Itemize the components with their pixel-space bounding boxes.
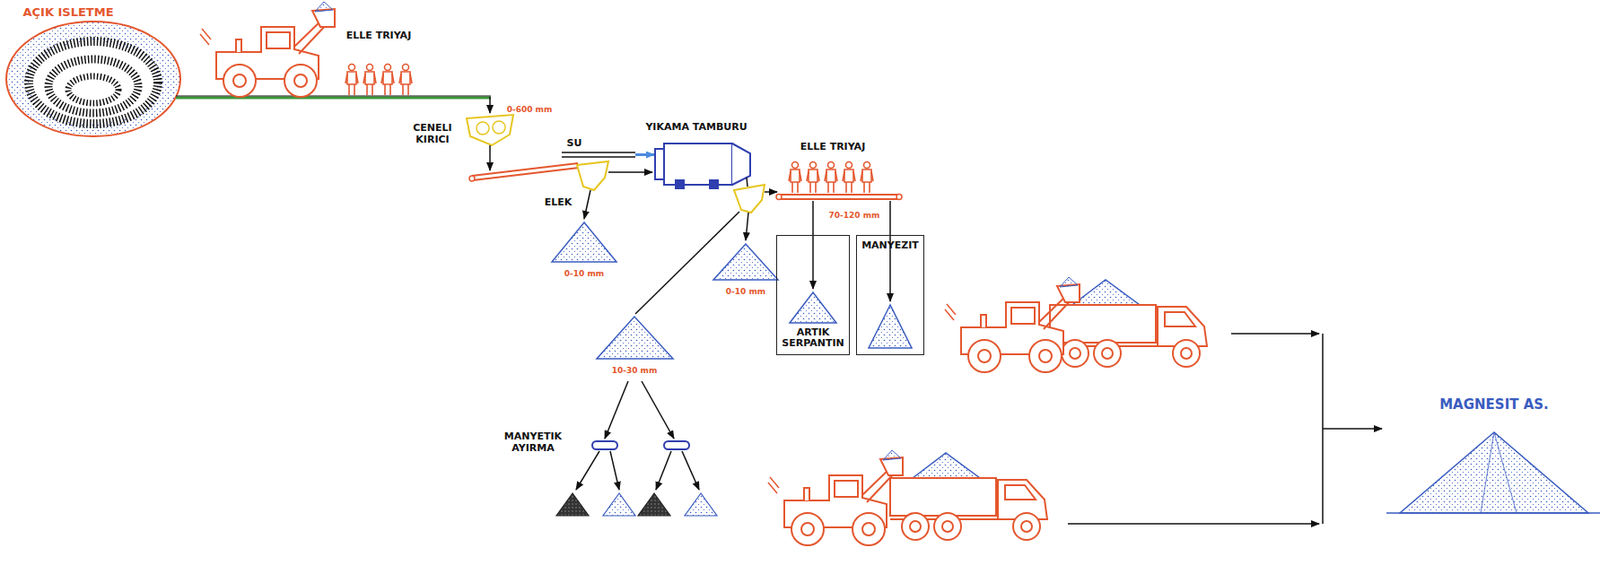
machine-label: MANYETIK AYIRMA — [497, 431, 569, 455]
site-title: AÇIK ISLETME — [22, 6, 114, 20]
bin-label: ARTIK SERPANTIN — [779, 327, 847, 350]
product-label: MAGNESIT AS. — [1439, 397, 1549, 413]
size-label: 10-30 mm — [612, 366, 658, 376]
step-label: ELLE TRIYAJ — [346, 30, 411, 43]
size-label: 0-10 mm — [725, 287, 766, 297]
step-label: ELLE TRIYAJ — [800, 141, 866, 154]
size-label: 0-10 mm — [564, 269, 604, 279]
machine-label: ELEK — [544, 197, 573, 210]
storage-bin: MANYEZIT — [856, 235, 925, 356]
storage-bin: ARTIK SERPANTIN — [776, 235, 850, 356]
size-label: 0-600 mm — [507, 104, 553, 114]
machine-label: CENELI KIRICI — [406, 122, 459, 146]
bin-label: MANYEZIT — [861, 240, 919, 253]
machine-label: YIKAMA TAMBURU — [645, 122, 747, 134]
size-label: 70-120 mm — [829, 210, 881, 220]
input-label: SU — [567, 138, 583, 150]
